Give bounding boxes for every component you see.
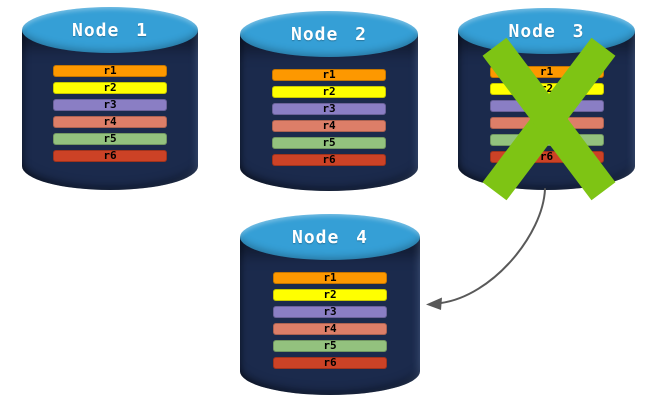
replica-bar-r6: r6 <box>272 154 386 166</box>
replica-bar-r1: r1 <box>273 272 387 284</box>
cylinder-top-ellipse <box>240 214 420 260</box>
replica-stack: r1 r2 r3 r4 r5 r6 <box>240 69 418 166</box>
cylinder-top-ellipse <box>240 11 418 57</box>
replica-bar-r3: r3 <box>272 103 386 115</box>
node-title: Node 4 <box>291 226 369 248</box>
replica-bar-r6: r6 <box>53 150 167 162</box>
failure-x-icon <box>482 37 616 201</box>
replica-bar-r2: r2 <box>273 289 387 301</box>
cylinder-top-ellipse <box>458 8 635 54</box>
node-title: Node 3 <box>508 20 585 42</box>
replica-bar-r2: r2 <box>53 82 167 94</box>
node-cylinder-1: Node 1 r1 r2 r3 r4 r5 r6 <box>22 7 198 190</box>
replica-bar-r3: r3 <box>273 306 387 318</box>
replica-bar-r5: r5 <box>273 340 387 352</box>
node-title: Node 1 <box>71 19 149 41</box>
replica-bar-r2: r2 <box>272 86 386 98</box>
replica-bar-r5: r5 <box>272 137 386 149</box>
transfer-arrow-line <box>440 188 546 304</box>
node-title: Node 2 <box>290 23 368 45</box>
transfer-arrow-head <box>426 297 442 310</box>
node-cylinder-3: Node 3 r1 r2 r3 r4 r5 r6 <box>458 8 635 201</box>
replica-bar-r4: r4 <box>272 120 386 132</box>
replica-bar-r4: r4 <box>53 116 167 128</box>
replica-stack: r1 r2 r3 r4 r5 r6 <box>240 272 420 369</box>
replica-bar-r4: r4 <box>273 323 387 335</box>
cylinder-top-ellipse <box>22 7 198 53</box>
replica-bar-r3: r3 <box>53 99 167 111</box>
replica-bar-r1: r1 <box>53 65 167 77</box>
replica-bar-r1: r1 <box>272 69 386 81</box>
replica-bar-r6: r6 <box>273 357 387 369</box>
replica-bar-r5: r5 <box>53 133 167 145</box>
node-cylinder-2: Node 2 r1 r2 r3 r4 r5 r6 <box>240 11 418 191</box>
node-cylinder-4: Node 4 r1 r2 r3 r4 r5 r6 <box>240 214 420 395</box>
replica-stack: r1 r2 r3 r4 r5 r6 <box>22 65 198 162</box>
